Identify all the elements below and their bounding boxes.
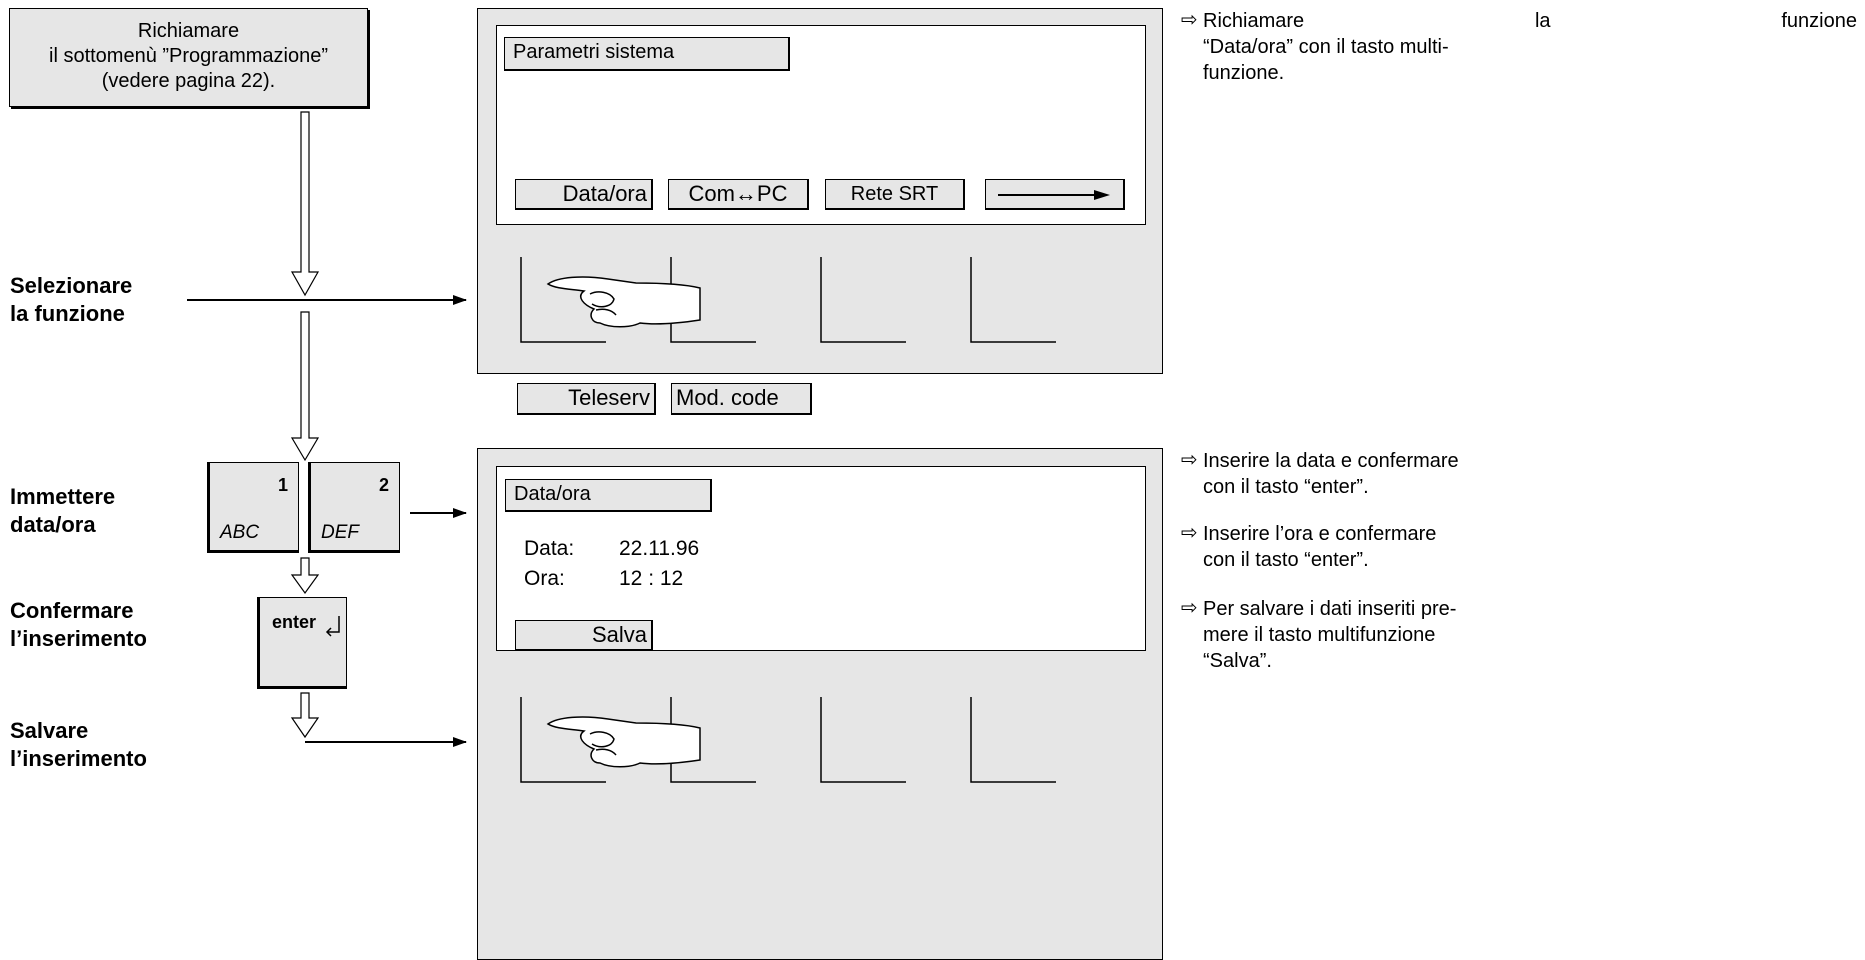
key-1-letters: ABC (220, 522, 260, 543)
pointing-hand-icon (546, 276, 701, 328)
flow-arrow-1 (290, 111, 320, 297)
start-line-1: Richiamare (137, 20, 240, 42)
date-value: 22.11.96 (619, 537, 700, 560)
note-1-line-3: funzione. (1203, 62, 1285, 84)
note-arrow-icon: ⇨ (1181, 522, 1198, 544)
display-panel-system: Parametri sistema Data/ora Com↔PC Rete S… (477, 8, 1163, 374)
display-panel-datetime: Data/ora Data: 22.11.96 Ora: 12 : 12 Sal… (477, 448, 1163, 960)
step-save-line-2: l’inserimento (10, 746, 147, 771)
note-arrow-icon: ⇨ (1181, 597, 1198, 619)
key-2-number: 2 (378, 475, 389, 495)
mf-key-5 (520, 697, 606, 783)
note-2-line-1: Inserire la data e confermare (1203, 450, 1459, 472)
step-confirm-line-1: Confermare (10, 598, 134, 623)
mf-key-1 (520, 257, 606, 343)
step-select-line-1: Selezionare (10, 273, 133, 298)
start-line-3: (vedere pagina 22). (101, 70, 276, 92)
step-enter-line-2: data/ora (10, 512, 96, 537)
screen-title-datetime: Data/ora (505, 479, 712, 512)
pointing-hand-icon (546, 716, 701, 768)
display-screen-system: Parametri sistema Data/ora Com↔PC Rete S… (496, 25, 1146, 225)
display-screen-datetime: Data/ora Data: 22.11.96 Ora: 12 : 12 Sal… (496, 466, 1146, 651)
flow-arrow-2 (290, 311, 320, 462)
softkey-com-pc[interactable]: Com↔PC (668, 179, 809, 210)
note-4-line-2: mere il tasto multifunzione (1203, 624, 1436, 646)
softkey-data-ora[interactable]: Data/ora (515, 179, 653, 210)
key-1-abc[interactable]: 1 ABC (207, 462, 299, 553)
note-4-line-3: “Salva”. (1203, 650, 1272, 672)
start-line-2: il sottomenù ”Programmazione” (49, 45, 328, 67)
softkey-teleserv[interactable]: Teleserv (517, 383, 656, 415)
step-save-input: Salvare l’inserimento (10, 717, 147, 773)
step-select-function: Selezionare la funzione (10, 272, 132, 328)
note-call-function: ⇨ Richiamare la funzione “Data/ora” con il… (1181, 8, 1857, 98)
date-label: Data: (524, 537, 575, 560)
flow-arrow-4 (290, 692, 320, 739)
enter-key-label: enter (272, 612, 317, 632)
note-4-line-1: Per salvare i dati inseriti pre- (1203, 598, 1457, 620)
flow-arrow-3 (290, 557, 320, 595)
softkey-rete-srt[interactable]: Rete SRT (825, 179, 965, 210)
note-2-line-2: con il tasto “enter”. (1203, 476, 1369, 498)
mf-key-3 (820, 257, 906, 343)
step-select-line-2: la funzione (10, 301, 125, 326)
step-confirm-input: Confermare l’inserimento (10, 597, 147, 653)
note-word: la (1534, 10, 1551, 32)
note-word: Richiamare (1203, 10, 1305, 32)
softkey-salva[interactable]: Salva (515, 620, 653, 651)
right-arrow-icon (998, 190, 1110, 200)
enter-key[interactable]: enter (257, 597, 347, 689)
key-2-def[interactable]: 2 DEF (308, 462, 400, 553)
note-3-line-2: con il tasto “enter”. (1203, 549, 1369, 571)
time-value: 12 : 12 (619, 567, 684, 590)
note-arrow-icon: ⇨ (1181, 9, 1198, 31)
step-save-line-1: Salvare (10, 718, 89, 743)
note-3-line-1: Inserire l’ora e confermare (1203, 523, 1437, 545)
step-enter-line-1: Immettere (10, 484, 116, 509)
note-1-line-1: Richiamare la funzione (1203, 8, 1857, 34)
mf-key-7 (820, 697, 906, 783)
note-arrow-icon: ⇨ (1181, 449, 1198, 471)
key-1-number: 1 (277, 475, 288, 495)
note-word: funzione (1781, 10, 1857, 32)
softkey-next[interactable] (985, 179, 1125, 210)
step-confirm-line-2: l’inserimento (10, 626, 147, 651)
step-enter-datetime: Immettere data/ora (10, 483, 115, 539)
mf-key-8 (970, 697, 1056, 783)
key-2-letters: DEF (321, 522, 359, 543)
note-1-line-2: “Data/ora” con il tasto multi- (1203, 36, 1449, 58)
softkey-mod-code[interactable]: Mod. code (671, 383, 812, 415)
mf-key-4 (970, 257, 1056, 343)
enter-return-icon (325, 616, 340, 637)
time-label: Ora: (524, 567, 565, 590)
note-save: ⇨ Per salvare i dati inseriti pre- mere … (1181, 596, 1861, 686)
screen-title: Parametri sistema (504, 37, 790, 71)
start-instruction-box: Richiamare il sottomenù ”Programmazione”… (9, 8, 368, 107)
note-enter-date: ⇨ Inserire la data e confermare con il t… (1181, 448, 1861, 508)
note-enter-time: ⇨ Inserire l’ora e confermare con il tas… (1181, 521, 1861, 581)
